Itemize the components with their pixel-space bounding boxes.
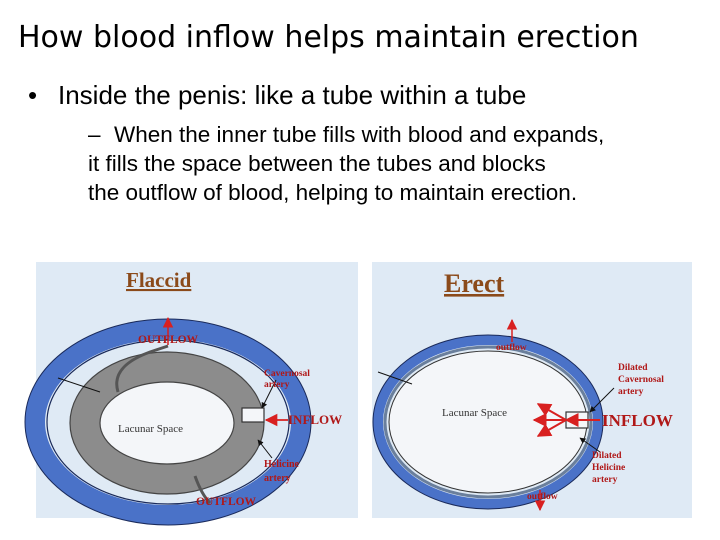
flaccid-inflow-label: INFLOW: [288, 412, 342, 427]
flaccid-outflow-bottom-label: OUTFLOW: [196, 496, 257, 508]
flaccid-cavernosal-label-2: artery: [264, 380, 290, 390]
flaccid-helicine-label-1: Helicine: [264, 459, 300, 470]
erect-side-pointer: [377, 371, 413, 385]
erect-outflow-top-label: outflow: [496, 343, 527, 353]
erect-inflow-spread-up: [536, 403, 567, 421]
erect-dilated-cavernosal-pointer: [589, 387, 615, 413]
flaccid-cavernosal-artery: [241, 407, 265, 423]
sub-bullet-line-1: When the inner tube fills with blood and…: [114, 122, 605, 147]
sub-bullet-line-3: the outflow of blood, helping to maintai…: [88, 180, 578, 205]
erect-panel: Erect Lacunar Space outflow outflow Dila…: [372, 262, 692, 518]
flaccid-cavernosal-pointer: [261, 379, 277, 409]
flaccid-heading: Flaccid: [126, 268, 192, 292]
erect-dilated-cav-label-1: Dilated: [618, 363, 648, 373]
main-bullet-text: Inside the penis: like a tube within a t…: [58, 80, 527, 110]
flaccid-inner-tube: [70, 352, 264, 494]
flaccid-inner-tube-edge: [69, 351, 265, 495]
bullet-dot: •: [28, 80, 38, 110]
erect-outer-tube-outer-edge: [372, 334, 604, 510]
flaccid-helicine-pointer: [257, 439, 273, 459]
flaccid-cavernosal-label-1: Cavernosal: [264, 369, 310, 379]
erect-dilated-cav-label-3: artery: [618, 387, 644, 397]
erect-dilated-helicine-pointer: [579, 437, 601, 453]
erect-inflow-label: INFLOW: [602, 411, 673, 430]
flaccid-outflow-top-label: OUTFLOW: [138, 334, 199, 346]
flaccid-helicine-label-2: artery: [264, 473, 291, 484]
flaccid-outflow-vein-top: [115, 344, 169, 393]
erect-lacunar-space: [388, 350, 588, 494]
sub-bullet-line-2: it fills the space between the tubes and…: [88, 151, 546, 176]
erect-outflow-bottom-label: outflow: [527, 492, 558, 502]
flaccid-lacunar-space: [99, 381, 235, 465]
erect-inner-tube: [383, 345, 593, 499]
erect-lacunar-label: Lacunar Space: [442, 407, 507, 419]
erect-dilated-hel-label-3: artery: [592, 475, 618, 485]
erect-dilated-hel-label-2: Helicine: [592, 463, 625, 473]
flaccid-outflow-vein-bottom: [193, 475, 212, 505]
erect-dilated-hel-label-1: Dilated: [592, 451, 622, 461]
main-bullet: • Inside the penis: like a tube within a …: [28, 80, 526, 111]
flaccid-panel: Flaccid Lacunar Space OUTFLOW OUTFLOW Ca…: [24, 262, 358, 526]
erect-dilated-cav-label-2: Cavernosal: [618, 375, 664, 385]
erect-outer-tube: [373, 335, 603, 509]
erect-inflow-spread-down: [536, 419, 567, 437]
flaccid-side-pointer: [57, 377, 101, 393]
slide-title: How blood inflow helps maintain erection: [18, 20, 639, 55]
flaccid-lacunar-label: Lacunar Space: [118, 423, 183, 435]
erect-heading: Erect: [444, 269, 504, 298]
sub-bullet: – When the inner tube fills with blood a…: [88, 120, 708, 207]
sub-bullet-dash: –: [88, 122, 101, 147]
